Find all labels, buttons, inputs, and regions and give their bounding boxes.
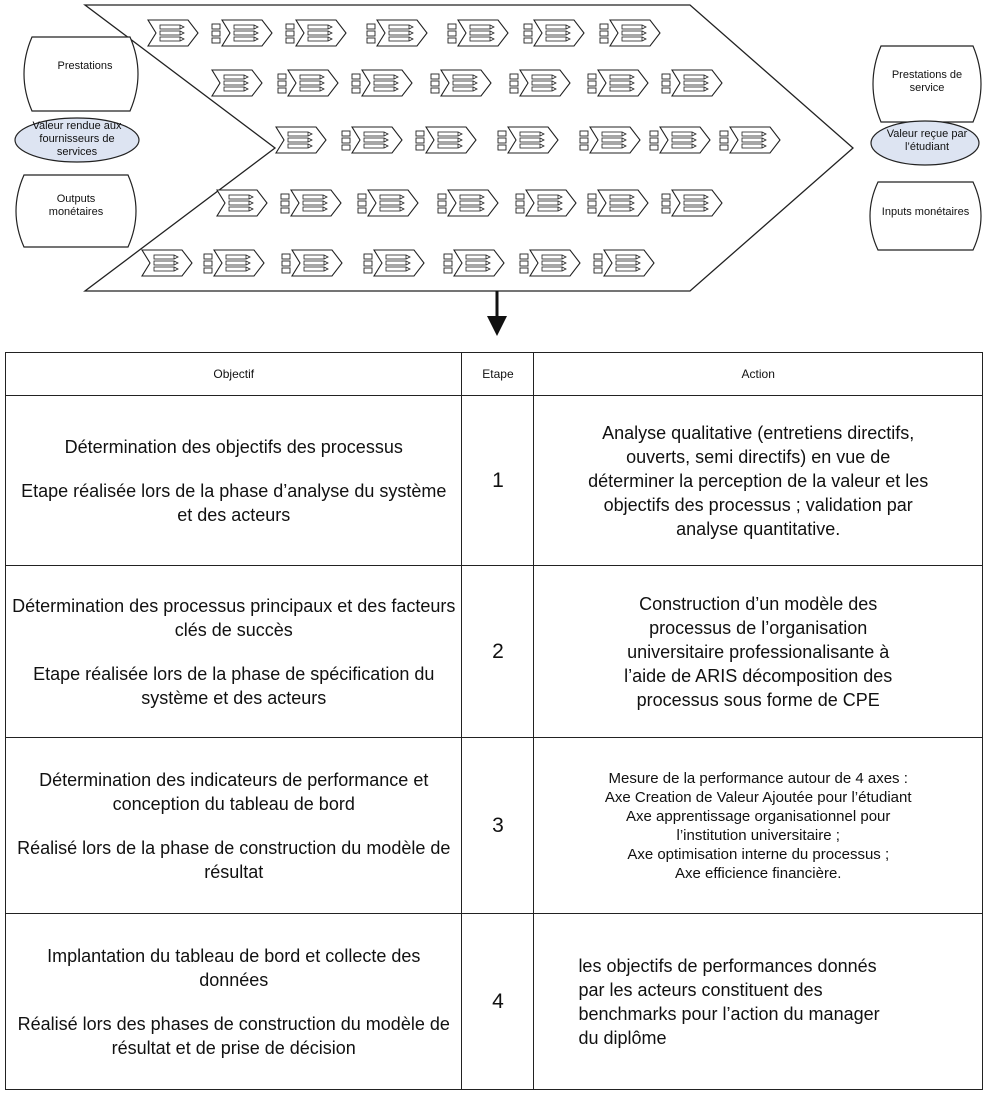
action-cell: Construction d’un modèle des processus d…: [533, 565, 983, 738]
value-chain-diagram: [14, 4, 982, 336]
process-chain-icon: [497, 126, 559, 154]
action-line: processus de l’organisation: [649, 617, 868, 638]
action-header: Action: [533, 352, 983, 396]
process-chain-icon: [593, 249, 655, 277]
process-chain-icon: [280, 189, 342, 217]
process-chain-icon: [649, 126, 711, 154]
monetary-outputs-shape: [15, 174, 137, 248]
step-number: 2: [461, 565, 535, 738]
action-line: Analyse qualitative (entretiens directif…: [602, 422, 915, 443]
down-arrow-icon: [487, 291, 507, 336]
action-line: analyse quantitative.: [676, 518, 841, 539]
action-line: Axe apprentissage organisationnel pour: [626, 807, 891, 825]
input-prestations-shape: [23, 36, 139, 112]
process-chain-icon: [216, 189, 268, 217]
value-received-shape: [870, 120, 980, 166]
value-received-label: Valeur reçue par l’étudiant: [886, 128, 968, 153]
action-line: benchmarks pour l’action du manager: [578, 1003, 880, 1024]
process-chain-icon: [719, 126, 781, 154]
action-line: les objectifs de performances donnés: [578, 955, 877, 976]
process-chain-icon: [277, 69, 339, 97]
action-line: processus sous forme de CPE: [636, 689, 880, 710]
action-cell: Mesure de la performance autour de 4 axe…: [533, 737, 983, 914]
process-chain-icon: [141, 249, 193, 277]
process-chain-icon: [351, 69, 413, 97]
process-chain-icon: [447, 19, 509, 47]
process-chain-icon: [211, 69, 263, 97]
action-line: l’aide de ARIS décomposition des: [624, 665, 893, 686]
action-line: Axe Creation de Valeur Ajoutée pour l’ét…: [604, 788, 912, 806]
action-line: Mesure de la performance autour de 4 axe…: [608, 769, 908, 787]
action-line: ouverts, semi directifs) en vue de: [626, 446, 891, 467]
monetary-outputs-label: Outputs monétaires: [48, 193, 104, 218]
objective-note: Etape réalisée lors de la phase d’analys…: [21, 480, 447, 525]
methodology-table: Objectif Etape Action Détermination des …: [4, 352, 983, 1090]
process-chain-icon: [443, 249, 505, 277]
objective-main: Détermination des indicateurs de perform…: [39, 769, 429, 814]
process-chain-icon: [366, 19, 428, 47]
process-chain-icon: [515, 189, 577, 217]
action-line: Axe optimisation interne du processus ;: [627, 845, 890, 863]
objective-cell: Détermination des indicateurs de perform…: [4, 737, 463, 914]
process-chain-icon: [599, 19, 661, 47]
table-row: Détermination des indicateurs de perform…: [4, 737, 983, 914]
output-prestations-label: Prestations de service: [891, 69, 963, 94]
objective-note: Etape réalisée lors de la phase de spéci…: [33, 663, 435, 708]
table-row: Détermination des processus principaux e…: [4, 565, 983, 738]
table-row: Détermination des objectifs des processu…: [4, 395, 983, 566]
process-chain-icon: [275, 126, 327, 154]
process-chain-icon: [661, 69, 723, 97]
process-chain-icon: [211, 19, 273, 47]
process-chain-icon: [341, 126, 403, 154]
process-chain-icon: [579, 126, 641, 154]
process-chain-icon: [509, 69, 571, 97]
step-number: 1: [461, 395, 535, 566]
objective-cell: Implantation du tableau de bord et colle…: [4, 913, 463, 1090]
objective-note: Réalisé lors des phases de construction …: [17, 1013, 450, 1058]
action-cell: Analyse qualitative (entretiens directif…: [533, 395, 983, 566]
process-chain-icon: [661, 189, 723, 217]
objective-cell: Détermination des objectifs des processu…: [4, 395, 463, 566]
action-line: par les acteurs constituent des: [578, 979, 823, 1000]
action-line: du diplôme: [578, 1027, 667, 1048]
objective-main: Implantation du tableau de bord et colle…: [47, 945, 421, 990]
process-chain-icon: [147, 19, 199, 47]
value-delivered-shape: [14, 117, 140, 163]
output-prestations-shape: [872, 45, 982, 123]
action-line: déterminer la perception de la valeur et…: [588, 470, 929, 491]
step-number: 4: [461, 913, 535, 1090]
objective-header: Objectif: [4, 352, 463, 396]
process-chain-icon: [285, 19, 347, 47]
process-chain-icon: [281, 249, 343, 277]
process-chain-icon: [357, 189, 419, 217]
step-number: 3: [461, 737, 535, 914]
objective-main: Détermination des processus principaux e…: [12, 595, 456, 640]
input-prestations-label: Prestations: [57, 60, 113, 72]
step-header: Etape: [461, 352, 535, 396]
monetary-inputs-shape: [869, 181, 982, 251]
process-chain-icon: [523, 19, 585, 47]
table-header-row: Objectif Etape Action: [4, 352, 983, 396]
action-cell: les objectifs de performances donnés par…: [533, 913, 983, 1090]
process-chain-icon: [437, 189, 499, 217]
process-chain-icon: [587, 69, 649, 97]
action-line: universitaire professionalisante à: [627, 641, 890, 662]
action-line: l’institution universitaire ;: [676, 826, 840, 844]
objective-note: Réalisé lors de la phase de construction…: [17, 837, 451, 882]
objective-cell: Détermination des processus principaux e…: [4, 565, 463, 738]
process-chain-icon: [203, 249, 265, 277]
process-chain-icon: [415, 126, 477, 154]
process-chain-icon: [519, 249, 581, 277]
action-line: Construction d’un modèle des: [639, 593, 878, 614]
value-delivered-label: Valeur rendue aux fournisseurs de servic…: [32, 120, 122, 158]
action-line: Axe efficience financière.: [674, 864, 842, 882]
objective-main: Détermination des objectifs des processu…: [64, 436, 403, 457]
process-chain-icon: [363, 249, 425, 277]
action-line: objectifs des processus ; validation par: [603, 494, 913, 515]
process-chain-icon: [430, 69, 492, 97]
table-row: Implantation du tableau de bord et colle…: [4, 913, 983, 1090]
monetary-inputs-label: Inputs monétaires: [881, 206, 970, 218]
process-chain-icon: [587, 189, 649, 217]
